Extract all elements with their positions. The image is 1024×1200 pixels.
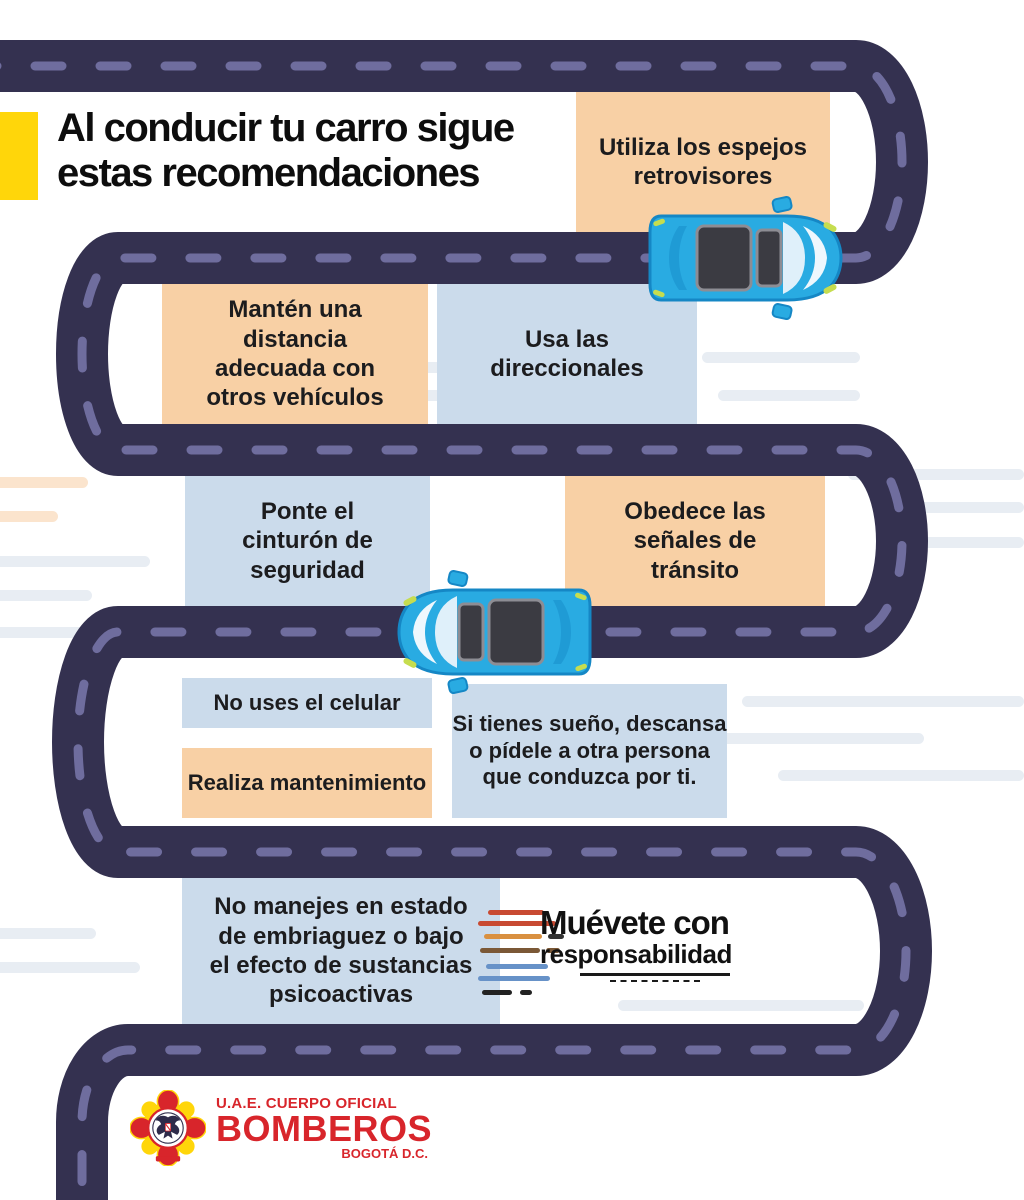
campaign-logo-line2: responsabilidad xyxy=(540,938,732,969)
underline-dash xyxy=(580,972,730,976)
fire-badge-icon xyxy=(130,1090,206,1166)
car-icon xyxy=(648,196,843,320)
speed-line xyxy=(0,627,140,638)
recommendation-no-embriaguez: No manejes en estado de embriaguez o baj… xyxy=(182,878,500,1024)
speed-line xyxy=(778,770,1024,781)
speed-line xyxy=(876,502,1024,513)
speed-line xyxy=(700,733,924,744)
speed-line xyxy=(718,390,860,401)
recommendation-obedece-senales: Obedece las señales de tránsito xyxy=(565,476,825,606)
speed-line xyxy=(0,511,58,522)
speed-line xyxy=(702,352,860,363)
campaign-logo: Muévete con responsabilidad xyxy=(478,904,750,1010)
speed-line xyxy=(0,477,88,488)
recommendation-ponte-cinturon: Ponte el cinturón de seguridad xyxy=(185,476,430,606)
campaign-logo-line1: Muévete con xyxy=(540,904,730,941)
speed-line xyxy=(742,696,1024,707)
recommendation-manten-distancia: Mantén una distancia adecuada con otros … xyxy=(162,284,428,424)
speed-line xyxy=(902,537,1024,548)
speed-line xyxy=(848,469,1024,480)
underline-dash xyxy=(610,979,700,982)
car-icon xyxy=(397,570,592,694)
page-title: Al conducir tu carro sigue estas recomen… xyxy=(57,106,515,195)
title-accent-block xyxy=(0,112,38,200)
recommendation-realiza-mantenimiento: Realiza mantenimiento xyxy=(182,748,432,818)
org-logo: U.A.E. CUERPO OFICIAL BOMBEROS BOGOTÁ D.… xyxy=(130,1090,432,1166)
speed-line xyxy=(0,962,140,973)
speed-line xyxy=(0,928,96,939)
org-logo-name: BOMBEROS xyxy=(216,1107,433,1149)
speed-line xyxy=(0,590,92,601)
speed-line xyxy=(0,556,150,567)
recommendation-si-tienes-sueno: Si tienes sueño, descansa o pídele a otr… xyxy=(452,684,727,818)
